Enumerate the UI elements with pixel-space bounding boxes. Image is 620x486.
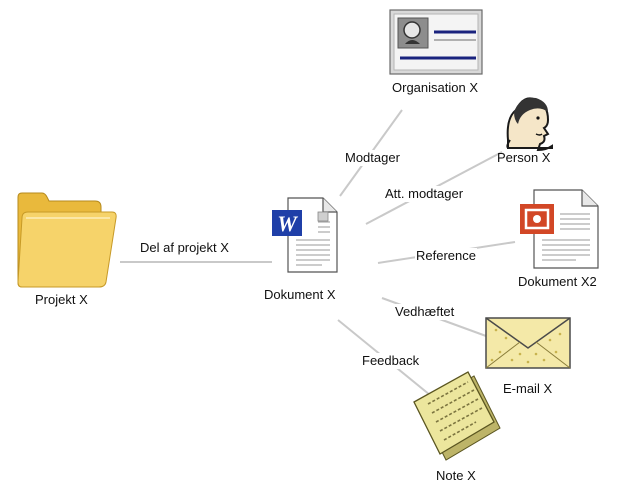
node-label-note: Note X xyxy=(436,468,476,483)
node-label-organisation: Organisation X xyxy=(392,80,478,95)
edge-label-att-modtager: Att. modtager xyxy=(384,186,465,202)
folder-icon xyxy=(17,192,117,288)
edge-label-vedhaeftet: Vedhæftet xyxy=(394,304,456,320)
person-bust-icon xyxy=(506,97,553,152)
node-label-dokument: Dokument X xyxy=(264,287,336,302)
node-label-email: E-mail X xyxy=(503,381,553,396)
edge-label-modtager: Modtager xyxy=(344,150,401,166)
envelope-icon xyxy=(485,317,571,369)
node-label-projekt: Projekt X xyxy=(35,292,88,307)
business-card-icon xyxy=(389,9,483,75)
sticky-note-icon xyxy=(413,371,501,461)
node-label-dokument2: Dokument X2 xyxy=(518,274,597,289)
word-document-icon: W xyxy=(272,197,338,273)
edge-label-del-af-projekt: Del af projekt X xyxy=(139,240,230,256)
svg-text:W: W xyxy=(277,211,298,236)
node-label-person: Person X xyxy=(497,150,551,165)
edge-label-feedback: Feedback xyxy=(361,353,421,369)
edge-label-reference: Reference xyxy=(415,248,477,264)
powerpoint-document-icon xyxy=(520,189,599,269)
